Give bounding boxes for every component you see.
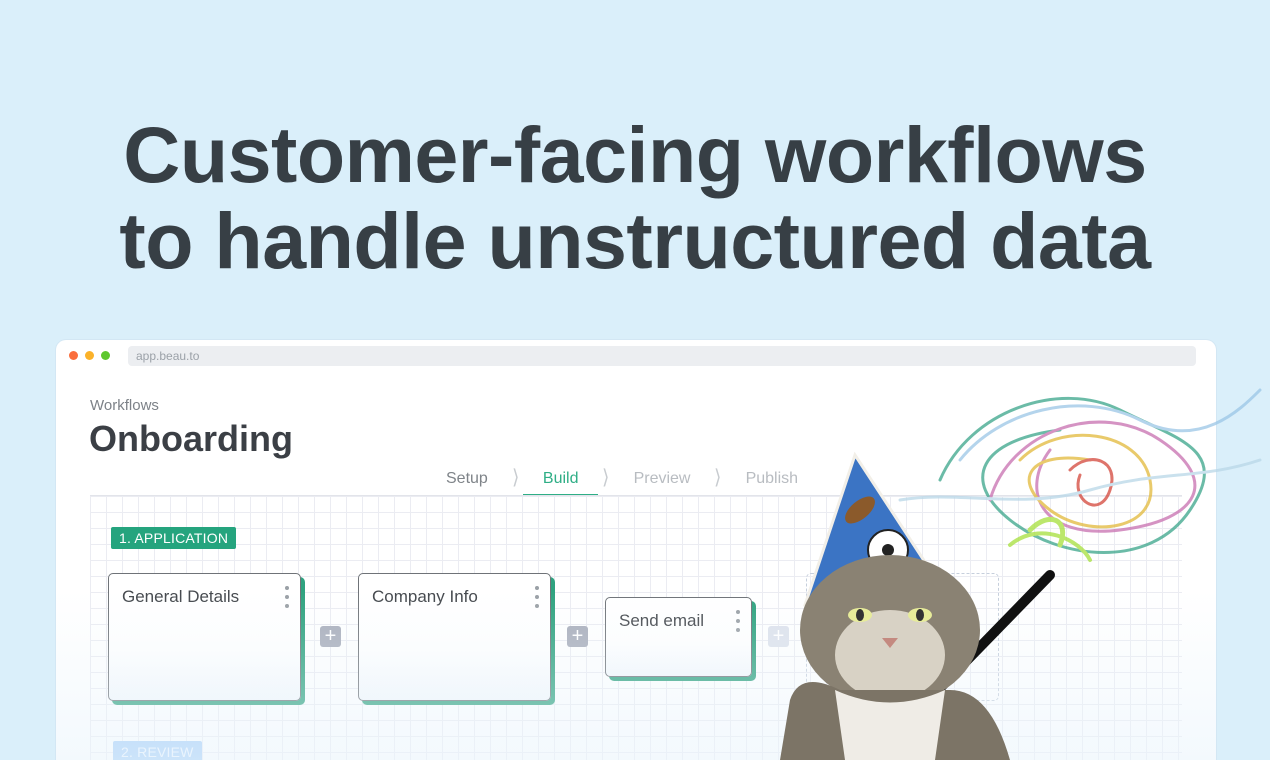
plus-icon: + xyxy=(772,625,785,647)
workflow-card-send-email[interactable]: Send email xyxy=(605,597,752,677)
stage-badge-review: 2. REVIEW xyxy=(113,741,202,760)
close-window-icon[interactable] xyxy=(69,351,78,360)
workflow-card-general-details[interactable]: General Details xyxy=(108,573,301,701)
address-bar[interactable]: app.beau.to xyxy=(128,346,1196,366)
kebab-icon[interactable] xyxy=(735,610,741,632)
stage-badge-application: 1. APPLICATION xyxy=(111,527,237,549)
step-preview[interactable]: Preview xyxy=(633,470,691,487)
add-step-button[interactable]: + xyxy=(768,626,789,647)
kebab-icon[interactable] xyxy=(284,586,290,608)
step-build[interactable]: Build xyxy=(522,470,599,496)
headline-line-1: Customer-facing workflows xyxy=(123,110,1147,199)
chevron-right-icon: ❭ xyxy=(510,466,520,486)
workflow-card-company-info[interactable]: Company Info xyxy=(358,573,551,701)
plus-icon: + xyxy=(324,625,337,647)
headline: Customer-facing workflows to handle unst… xyxy=(0,112,1270,284)
card-title: General Details xyxy=(122,587,240,606)
breadcrumb[interactable]: Workflows xyxy=(90,397,159,414)
step-publish[interactable]: Publish xyxy=(745,470,799,487)
minimize-window-icon[interactable] xyxy=(85,351,94,360)
kebab-icon[interactable] xyxy=(534,586,540,608)
browser-window: app.beau.to Workflows Onboarding Setup ❭… xyxy=(56,340,1216,760)
add-step-button[interactable]: + xyxy=(567,626,588,647)
maximize-window-icon[interactable] xyxy=(101,351,110,360)
placeholder-card[interactable] xyxy=(806,573,999,701)
browser-chrome: app.beau.to xyxy=(56,340,1216,370)
card-title: Send email xyxy=(619,611,705,630)
add-step-button[interactable]: + xyxy=(320,626,341,647)
page-title: Onboarding xyxy=(89,418,293,459)
card-title: Company Info xyxy=(372,587,478,606)
chevron-right-icon: ❭ xyxy=(601,466,611,486)
step-setup[interactable]: Setup xyxy=(446,470,488,487)
header-divider xyxy=(90,495,1182,496)
headline-line-2: to handle unstructured data xyxy=(119,196,1151,285)
workflow-steps: Setup ❭ Build ❭ Preview ❭ Publish xyxy=(426,462,818,496)
plus-icon: + xyxy=(571,625,584,647)
chevron-right-icon: ❭ xyxy=(713,466,723,486)
